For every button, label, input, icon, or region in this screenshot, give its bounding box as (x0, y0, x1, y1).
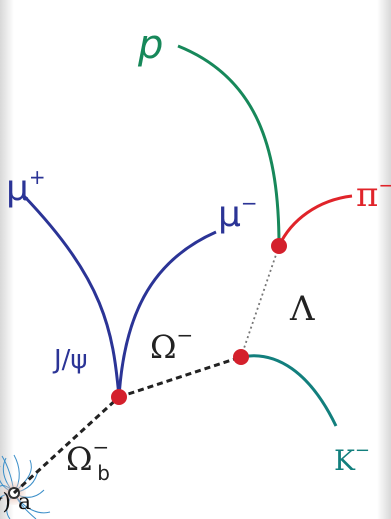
lambda-vertex (271, 238, 287, 254)
caption-fragment: v) a (0, 490, 31, 515)
muon-minus-track (117, 230, 217, 398)
omega-flight-line (118, 355, 242, 399)
right-edge-shadow (377, 0, 391, 519)
kaon-track (240, 354, 338, 427)
proton-label: p (137, 22, 163, 68)
muon-plus-track (22, 194, 121, 398)
jpsi-vertex (111, 389, 127, 405)
omega-label: Ω− (150, 323, 193, 366)
kaon-label: K− (334, 440, 370, 477)
lambda-flight-line (240, 245, 280, 358)
omegab-flight-line (12, 395, 121, 495)
omegab-label: Ω−b (66, 435, 110, 485)
proton-track (177, 44, 281, 247)
lambda-label: Λ (289, 289, 315, 329)
pion-label: π− (356, 173, 391, 215)
omega-vertex (233, 349, 249, 365)
muon-plus-label: μ+ (6, 165, 46, 209)
left-edge-shadow (0, 0, 14, 519)
jpsi-label: J/ψ (52, 345, 88, 375)
pion-track (277, 194, 353, 247)
muon-minus-label: μ− (218, 191, 258, 235)
